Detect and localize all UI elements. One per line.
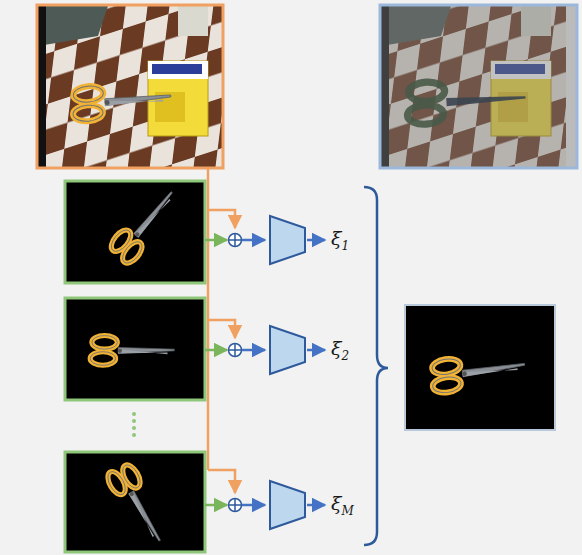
input-image bbox=[38, 6, 223, 168]
template-image bbox=[65, 181, 205, 283]
template-arrow bbox=[205, 240, 227, 505]
overlay-image bbox=[381, 6, 576, 168]
input-branch bbox=[208, 210, 235, 228]
template-image bbox=[65, 298, 205, 400]
input-frame bbox=[37, 5, 223, 168]
result-image bbox=[405, 305, 555, 430]
input-branch bbox=[208, 320, 235, 338]
template-image bbox=[65, 452, 205, 552]
output-symbol: ξM bbox=[331, 494, 354, 517]
input-branch bbox=[208, 470, 235, 493]
ellipsis-dots bbox=[132, 412, 136, 437]
aggregation-bracket bbox=[364, 187, 388, 545]
output-symbol: ξ2 bbox=[331, 339, 349, 362]
output-symbol: ξ1 bbox=[331, 229, 349, 252]
concat-and-encoder bbox=[229, 216, 326, 529]
overlay-frame bbox=[380, 5, 577, 168]
